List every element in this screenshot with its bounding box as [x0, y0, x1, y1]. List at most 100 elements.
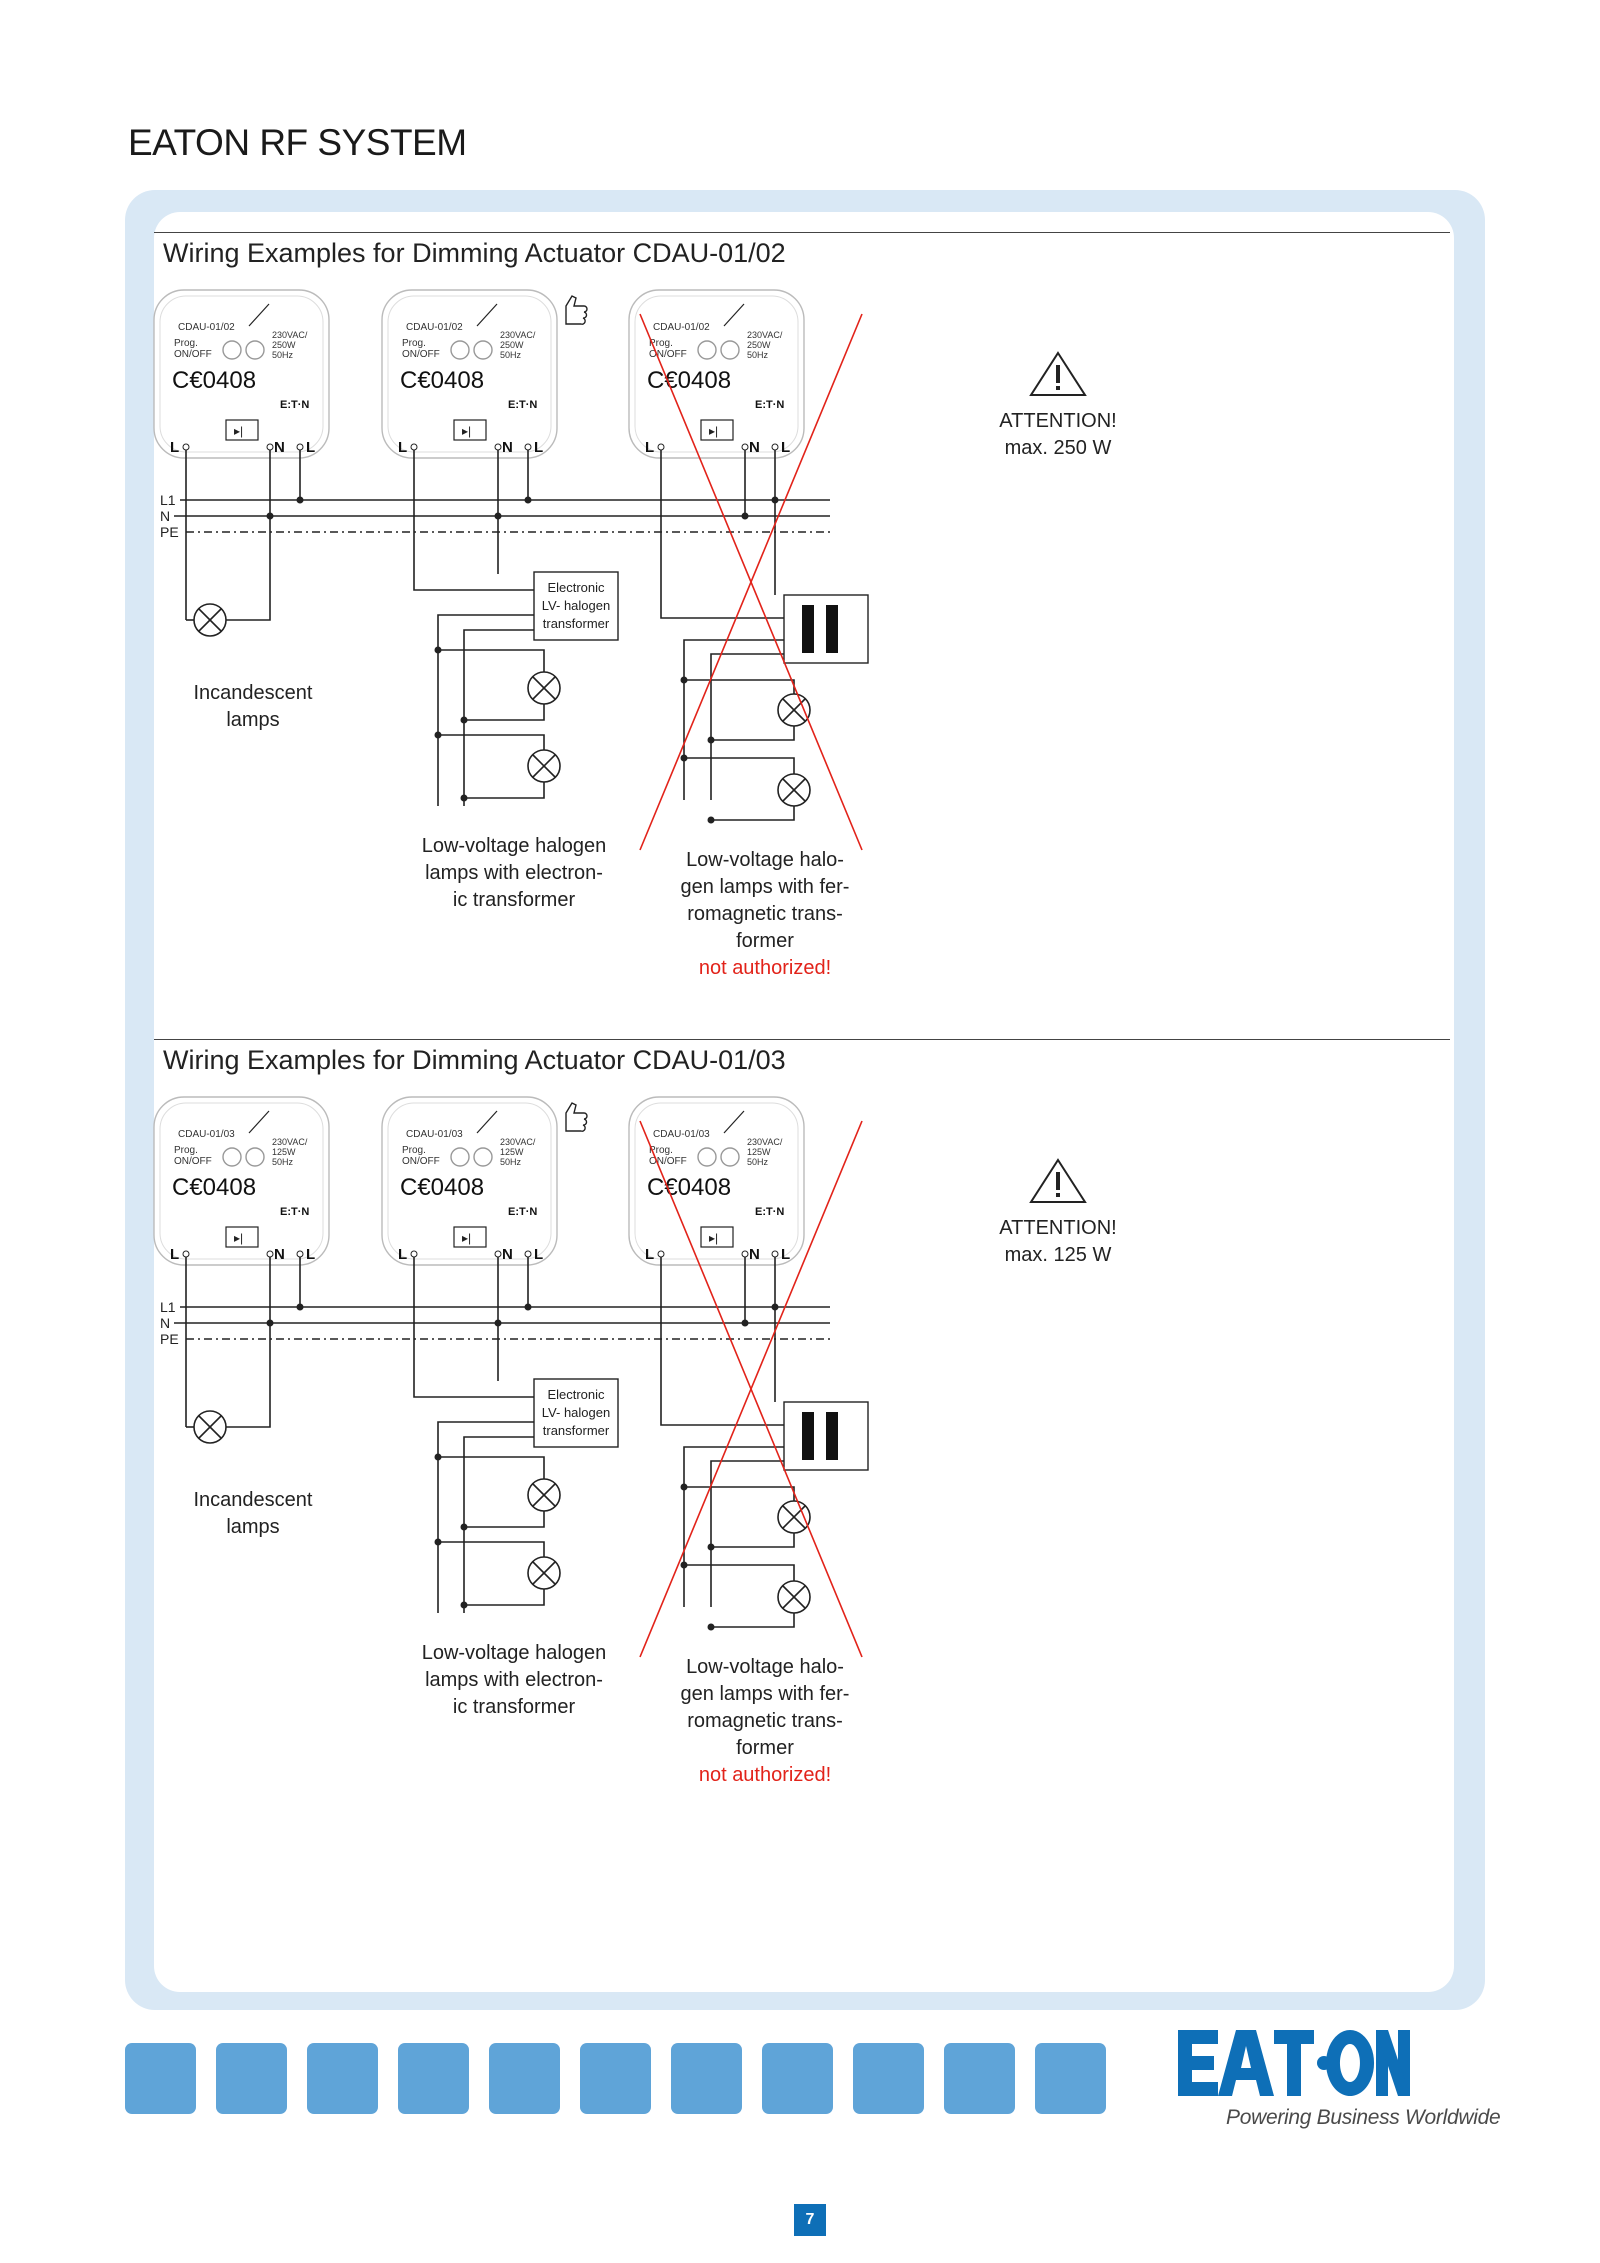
caption-line: former [736, 930, 794, 952]
wiring-diagram-cdau-01-02: CDAU-01/02Prog.ON/OFF230VAC/250W50HzC€04… [153, 289, 869, 851]
terminal-n-label: N [502, 1246, 513, 1263]
device-body [153, 289, 330, 459]
not-authorized-label: not authorized! [698, 957, 832, 979]
device-rating-label: 250W [500, 340, 524, 350]
section-divider [154, 232, 1450, 233]
junction-dot [434, 646, 442, 654]
dimmer-symbol [700, 1226, 734, 1248]
caption-line: gen lamps with fer- [680, 876, 850, 898]
wire [413, 450, 534, 591]
dimmer-glyph: ▸| [709, 424, 718, 438]
wire [464, 1511, 545, 1528]
wire [711, 1533, 795, 1548]
bus-l1-label: L1 [160, 492, 176, 508]
caption-line: ic transformer [452, 889, 576, 911]
device-rating-label: 125W [272, 1147, 296, 1157]
device-body [153, 1096, 330, 1266]
wire [660, 450, 784, 619]
device-ce-mark: C€0408 [647, 367, 731, 394]
device-onoff-label: ON/OFF [649, 349, 687, 360]
device-model-label: CDAU-01/02 [178, 322, 235, 333]
bus-l1-label: L1 [160, 1299, 176, 1315]
terminal-n-label: N [749, 1246, 760, 1263]
attention-box: ATTENTION! max. 250 W [968, 350, 1148, 462]
junction-dot [460, 1523, 468, 1531]
junction-dot [707, 1543, 715, 1551]
terminal [657, 1250, 665, 1258]
wire [683, 1446, 784, 1607]
wire [463, 1436, 534, 1613]
device-brand-label: E:T·N [280, 399, 309, 411]
caption-line: lamps [226, 1516, 280, 1538]
device-body-inner [634, 295, 799, 453]
device-rating-label: 230VAC/ [500, 1137, 536, 1147]
attention-label: ATTENTION! [999, 1217, 1117, 1239]
bus-n-label: N [160, 1315, 170, 1331]
junction-dot [434, 1538, 442, 1546]
junction-dot [741, 1319, 749, 1327]
caption-electronic: Low-voltage halogen lamps with electron-… [404, 1640, 624, 1721]
device-rating-label: 50Hz [272, 350, 294, 360]
max-load-label: max. 125 W [1004, 1244, 1112, 1266]
dimmer-symbol [700, 419, 734, 441]
wire [710, 1460, 784, 1607]
device-onoff-label: ON/OFF [402, 1156, 440, 1167]
caption-line: Low-voltage halo- [686, 1656, 844, 1678]
wire [463, 629, 534, 806]
device-model-label: CDAU-01/03 [178, 1129, 235, 1140]
lamp-cross [198, 608, 222, 632]
caption-line: Low-voltage halogen [421, 835, 607, 857]
device-ce-mark: C€0408 [400, 367, 484, 394]
junction-dot [680, 754, 688, 762]
dimmer-symbol [225, 1226, 259, 1248]
section-title: Wiring Examples for Dimming Actuator CDA… [163, 1045, 786, 1075]
footer-square [1035, 2043, 1106, 2114]
terminal-l-label: L [170, 439, 179, 456]
terminal-l-label: L [306, 439, 315, 456]
wire [464, 704, 545, 721]
terminal-l-label: L [781, 439, 790, 456]
footer-square [853, 2043, 924, 2114]
antenna [248, 1110, 270, 1134]
device-rating-label: 50Hz [272, 1157, 294, 1167]
antenna [723, 303, 745, 327]
terminal [657, 443, 665, 451]
led-indicator [245, 340, 265, 360]
device-rating-label: 230VAC/ [500, 330, 536, 340]
device-prog-label: Prog. [402, 1145, 426, 1156]
device-body [381, 1096, 558, 1266]
device-model-label: CDAU-01/02 [406, 322, 463, 333]
antenna [476, 303, 498, 327]
terminal-n-label: N [502, 439, 513, 456]
prog-button [697, 340, 717, 360]
caption-line: lamps with electron- [425, 862, 603, 884]
wire [438, 1456, 545, 1479]
transformer-label: Electronic [547, 580, 605, 595]
terminal-l-label: L [398, 439, 407, 456]
lamp-cross [782, 778, 806, 802]
page-title: EATON RF SYSTEM [128, 122, 467, 163]
footer-square [307, 2043, 378, 2114]
device-rating-label: 230VAC/ [747, 330, 783, 340]
wire [683, 639, 784, 800]
terminal-l-label: L [306, 1246, 315, 1263]
wire [711, 1613, 795, 1628]
footer-square [489, 2043, 560, 2114]
not-authorized-cross [639, 1120, 863, 1658]
junction-dot [460, 1601, 468, 1609]
wire [711, 806, 795, 821]
footer-square [216, 2043, 287, 2114]
caption-line: ic transformer [452, 1696, 576, 1718]
junction-dot [460, 794, 468, 802]
device-onoff-label: ON/OFF [402, 349, 440, 360]
wire [684, 757, 795, 774]
footer-square [671, 2043, 742, 2114]
transformer-core [802, 605, 814, 653]
lamp-cross [782, 1585, 806, 1609]
caption-line: lamps with electron- [425, 1669, 603, 1691]
wire [226, 1323, 271, 1428]
transformer-core [802, 1412, 814, 1460]
transformer-label: LV- halogen [542, 598, 610, 613]
terminal [524, 443, 532, 451]
terminal-n-label: N [274, 1246, 285, 1263]
